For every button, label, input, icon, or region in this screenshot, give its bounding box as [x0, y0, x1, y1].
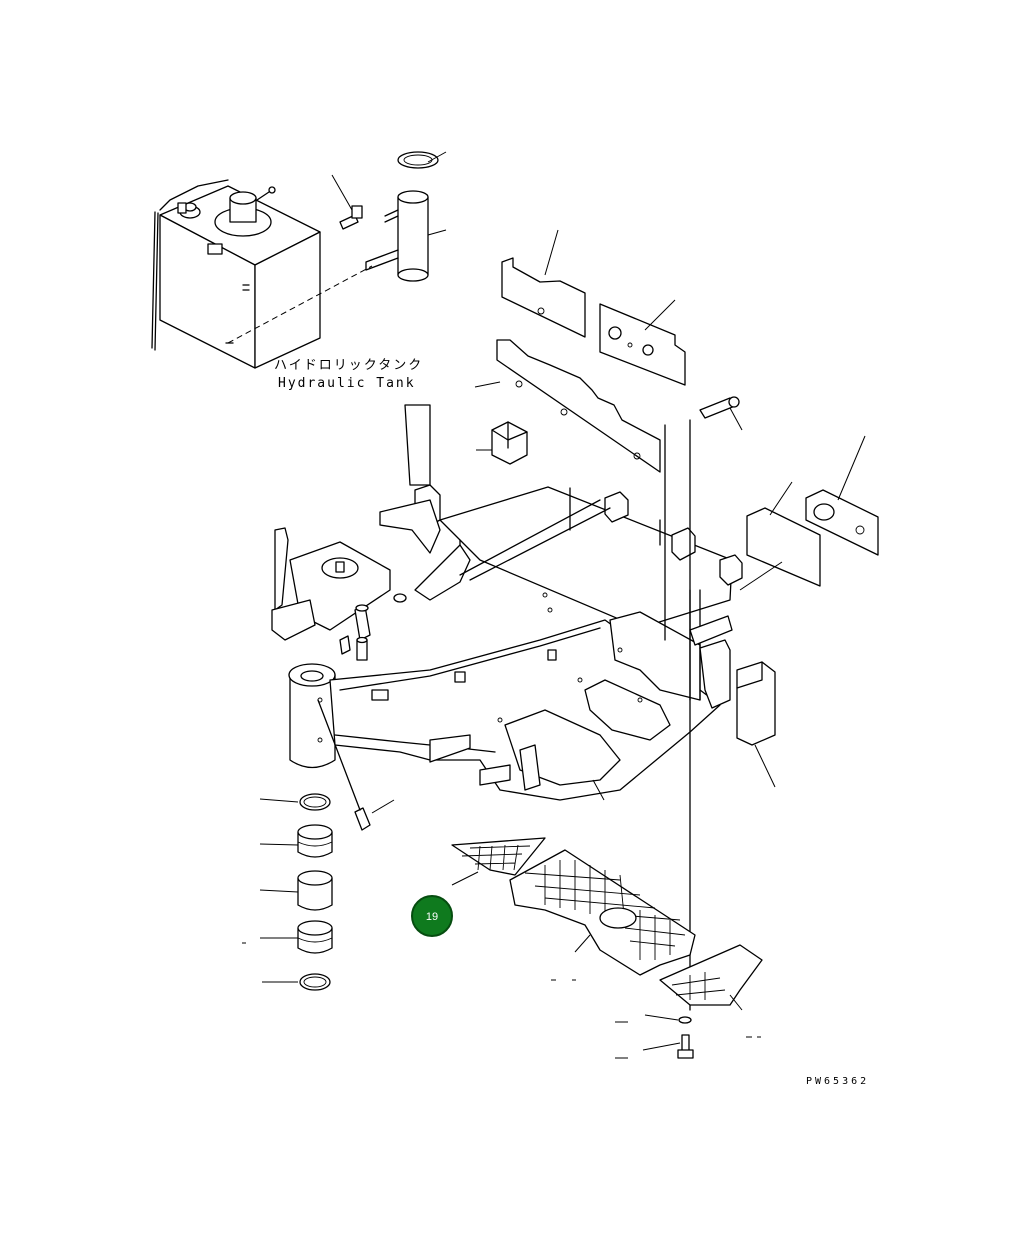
tank-label-jp: ハイドロリックタンク — [274, 358, 423, 373]
revolving-frame — [271, 396, 776, 1011]
rubber-pads — [491, 257, 879, 587]
tank-label-en: Hydraulic Tank — [278, 376, 416, 391]
callout-19[interactable]: 19 — [411, 895, 453, 937]
floor-mats — [451, 837, 763, 1059]
leader-lines — [242, 151, 866, 1059]
filter-assembly — [339, 151, 439, 282]
bearing-parts — [297, 793, 333, 991]
callout-19-circle[interactable] — [411, 895, 453, 937]
callout-19-label: 19 — [426, 911, 438, 923]
drawing-code: PW65362 — [806, 1076, 869, 1087]
mounting-line — [227, 265, 373, 344]
hydraulic-tank — [151, 179, 321, 369]
